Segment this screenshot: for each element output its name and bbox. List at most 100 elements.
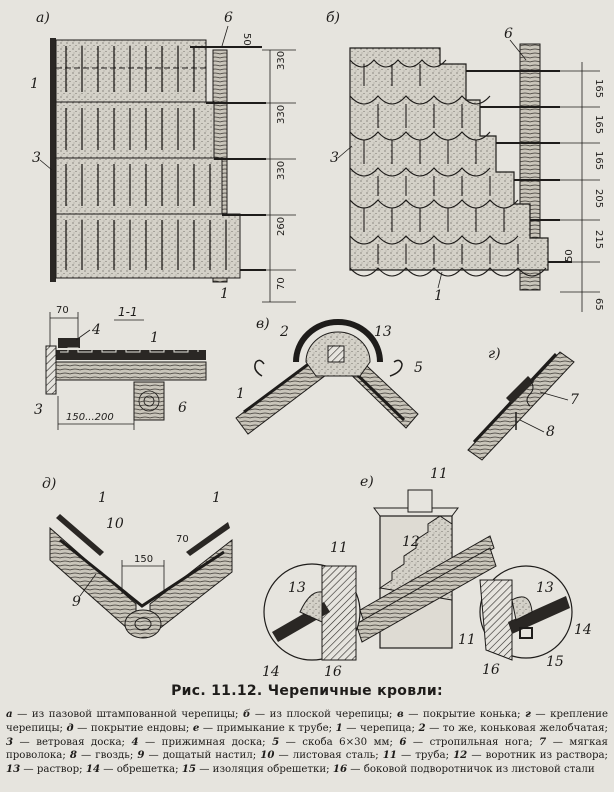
legend-key: 6: [399, 735, 407, 748]
legend-text: боковой подворотничок из листовой стали: [363, 764, 595, 776]
legend-text: примыкание к трубе;: [216, 722, 333, 734]
legend-text: обрешетка;: [116, 764, 179, 776]
tile-row-2: [55, 101, 215, 159]
panel-g-tile-fixing: г) 7 8: [467, 346, 579, 461]
legend-text: изоляция обрешетки;: [212, 764, 330, 776]
legend-text: дощатый настил;: [162, 750, 257, 762]
chimney-top: [407, 489, 433, 513]
tile-row-1: [55, 39, 207, 103]
legend-key: 13: [6, 763, 21, 776]
legend-key: 5: [272, 735, 280, 748]
pressure-board: [58, 338, 80, 348]
callout-13-right: 13: [536, 580, 554, 596]
legend-key: 7: [539, 735, 547, 748]
label-d: д): [42, 476, 56, 492]
wind-board-section: [45, 345, 57, 395]
legend-key: 10: [260, 749, 275, 762]
callout-13-left: 13: [288, 580, 306, 596]
legend-text: листовая сталь;: [292, 750, 379, 762]
legend-entry: б — из плоской черепицы;: [242, 708, 393, 720]
callout-6-a: 6: [224, 10, 233, 26]
callout-14-right: 14: [574, 622, 592, 638]
legend-entry: 10 — листовая сталь;: [260, 749, 379, 762]
callout-3-section: 3: [34, 402, 43, 418]
legend-key: в: [396, 708, 404, 720]
callout-10: 10: [106, 516, 124, 532]
panel-b-plain-tile-roof: б): [326, 10, 604, 312]
legend-entry: 6 — стропильная нога;: [399, 735, 533, 748]
legend-text: крепление черепицы;: [6, 709, 608, 734]
legend-text: воротник из раствора;: [485, 750, 608, 762]
tile-row-3: [55, 157, 223, 215]
dim-d-right: 70: [176, 534, 189, 545]
legend-key: 1: [335, 721, 343, 734]
legend-text: из пазовой штампованной черепицы;: [31, 709, 239, 720]
legend-key: 4: [131, 735, 139, 748]
scallop-rows-b: [349, 59, 547, 277]
label-b: б): [326, 10, 340, 26]
legend-entry: 12 — воротник из раствора;: [453, 749, 608, 762]
battens-a: [190, 46, 266, 271]
dim-b-row-3: 165: [593, 151, 604, 170]
legend-key: е: [192, 721, 200, 734]
legend-entry: 7 — мягкая проволока;: [6, 735, 608, 762]
callout-1-d: 1: [212, 490, 221, 506]
tile-row-4: [55, 213, 241, 279]
legend-key: б: [242, 708, 251, 720]
legend-entry: е — примыкание к трубе;: [192, 721, 333, 734]
figure-number: Рис. 11.12.: [171, 683, 263, 699]
legend-text: труба;: [415, 750, 450, 762]
legend-entry: д — покрытие ендовы;: [66, 721, 190, 734]
callout-9: 9: [72, 594, 81, 610]
legend-text: покрытие ендовы;: [90, 722, 190, 734]
deck-boards: [49, 361, 207, 381]
callout-8: 8: [546, 424, 555, 440]
dim-section-span: 150...200: [66, 412, 114, 423]
legend-entry: 9 — дощатый настил;: [137, 749, 257, 762]
callout-1-section: 1: [150, 330, 159, 346]
legend-text: прижимная доска;: [161, 736, 266, 748]
panel-a-pazovaya-tile-roof: а): [30, 10, 296, 303]
legend-text: из плоской черепицы;: [269, 709, 393, 720]
technical-drawing: а): [30, 10, 604, 680]
legend-entry: 5 — скоба 6×30 мм;: [272, 735, 393, 748]
legend-text: мягкая проволока;: [6, 736, 608, 762]
legend-entry: г — крепление черепицы;: [6, 708, 608, 734]
dim-a-row-5: 70: [276, 277, 287, 290]
callout-6-section: 6: [178, 400, 187, 416]
callout-5: 5: [414, 360, 423, 376]
legend-key: 8: [69, 749, 77, 762]
callout-1-b: 1: [434, 288, 443, 304]
label-a: а): [36, 10, 50, 26]
legend-entry: 13 — раствор;: [6, 763, 83, 776]
dim-chain-b: [560, 62, 600, 312]
label-g: г): [488, 346, 501, 362]
dim-section-width: 70: [56, 305, 69, 316]
label-section: 1-1: [118, 305, 138, 319]
legend-text: черепица;: [359, 722, 415, 734]
legend-key: г: [525, 708, 531, 720]
legend-text: покрытие конька;: [422, 709, 521, 720]
callout-1-v: 1: [236, 386, 245, 402]
callout-11-top: 11: [430, 466, 448, 482]
callout-11-left: 11: [330, 540, 348, 556]
legend-entry: 8 — гвоздь;: [69, 749, 134, 762]
callout-16-left: 16: [324, 664, 342, 680]
legend-entry: 4 — прижимная доска;: [131, 735, 266, 748]
dim-b-row-5: 215: [593, 230, 604, 249]
legend-text: стропильная нога;: [429, 736, 533, 748]
legend-entry: 15 — изоляция обрешетки;: [181, 763, 330, 776]
battens-b: [466, 70, 572, 263]
legend-text: скоба 6×30 мм;: [302, 736, 393, 748]
figure-title: Черепичные кровли:: [267, 683, 443, 699]
callout-6-b: 6: [504, 26, 513, 42]
legend-entry: а — из пазовой штампованной черепицы;: [6, 708, 239, 720]
legend-entry: 16 — боковой подворотничок из листовой с…: [332, 763, 595, 776]
callout-13-v: 13: [374, 324, 392, 340]
label-v: в): [256, 316, 270, 332]
callout-4: 4: [91, 322, 101, 338]
callout-3-a: 3: [32, 150, 41, 166]
legend-entry: 11 — труба;: [382, 749, 450, 762]
panel-section-1-1: 1-1 70 4 3 6 1 150...200: [34, 305, 207, 430]
